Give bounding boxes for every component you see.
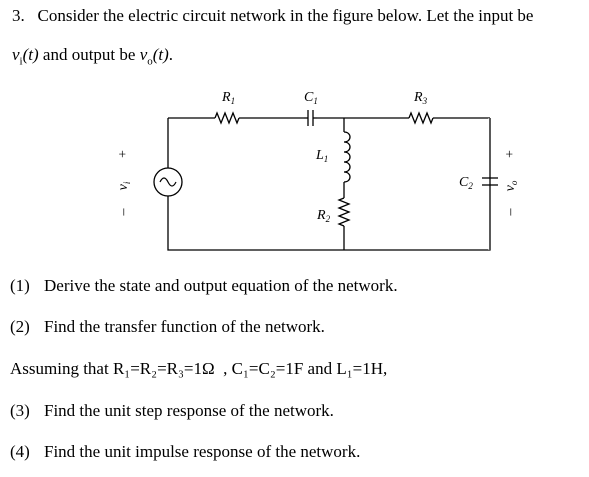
inductor-l1 xyxy=(343,131,351,183)
label-vi: vi xyxy=(116,181,132,190)
problem-statement-line1: 3. Consider the electric circuit network… xyxy=(12,6,533,26)
label-c2: C2 xyxy=(459,175,473,191)
assumption-line: Assuming that R₁=R₂=R₃=1Ω , C₁=C₂=1F and… xyxy=(10,359,388,378)
input-signal-sub: i xyxy=(19,55,23,68)
intro-end: . xyxy=(168,45,174,64)
vi-plus: + xyxy=(116,150,131,158)
question-3: (3) Find the unit step response of the ne… xyxy=(10,401,334,421)
vi-minus: – xyxy=(116,208,131,217)
input-signal: v xyxy=(12,45,20,64)
question-1-text: Derive the state and output equation of … xyxy=(44,276,398,295)
output-arg: (t) xyxy=(152,45,169,64)
label-r2: R2 xyxy=(316,208,331,224)
question-4-text: Find the unit impulse response of the ne… xyxy=(44,442,361,461)
left-wire xyxy=(167,118,491,251)
question-2: (2) Find the transfer function of the net… xyxy=(10,317,325,337)
label-vo: vo xyxy=(503,180,519,191)
question-4: (4) Find the unit impulse response of the… xyxy=(10,442,360,462)
resistor-r1 xyxy=(214,111,240,125)
output-signal-sub: o xyxy=(147,55,153,68)
label-r1: R1 xyxy=(221,90,235,106)
question-2-number: (2) xyxy=(10,317,30,336)
question-3-number: (3) xyxy=(10,401,30,420)
question-2-text: Find the transfer function of the networ… xyxy=(44,317,325,336)
resistor-r2 xyxy=(337,197,351,227)
question-1: (1) Derive the state and output equation … xyxy=(10,276,398,296)
label-c1: C1 xyxy=(304,90,318,106)
resistor-r3 xyxy=(408,111,434,125)
vo-minus: – xyxy=(503,208,518,217)
input-arg: (t) xyxy=(22,45,39,64)
problem-intro: Consider the electric circuit network in… xyxy=(37,6,534,25)
question-3-text: Find the unit step response of the netwo… xyxy=(44,401,334,420)
sine-wave-icon xyxy=(159,177,177,187)
problem-number: 3. xyxy=(12,6,25,25)
label-l1: L1 xyxy=(315,148,328,164)
problem-intro-b: and output be xyxy=(38,45,140,64)
vo-plus: + xyxy=(503,150,518,158)
label-r3: R3 xyxy=(413,90,428,106)
question-4-number: (4) xyxy=(10,442,30,461)
problem-statement-line2: vi(t) and output be vo(t). xyxy=(12,45,173,67)
output-signal: v xyxy=(139,45,148,64)
question-1-number: (1) xyxy=(10,276,30,295)
